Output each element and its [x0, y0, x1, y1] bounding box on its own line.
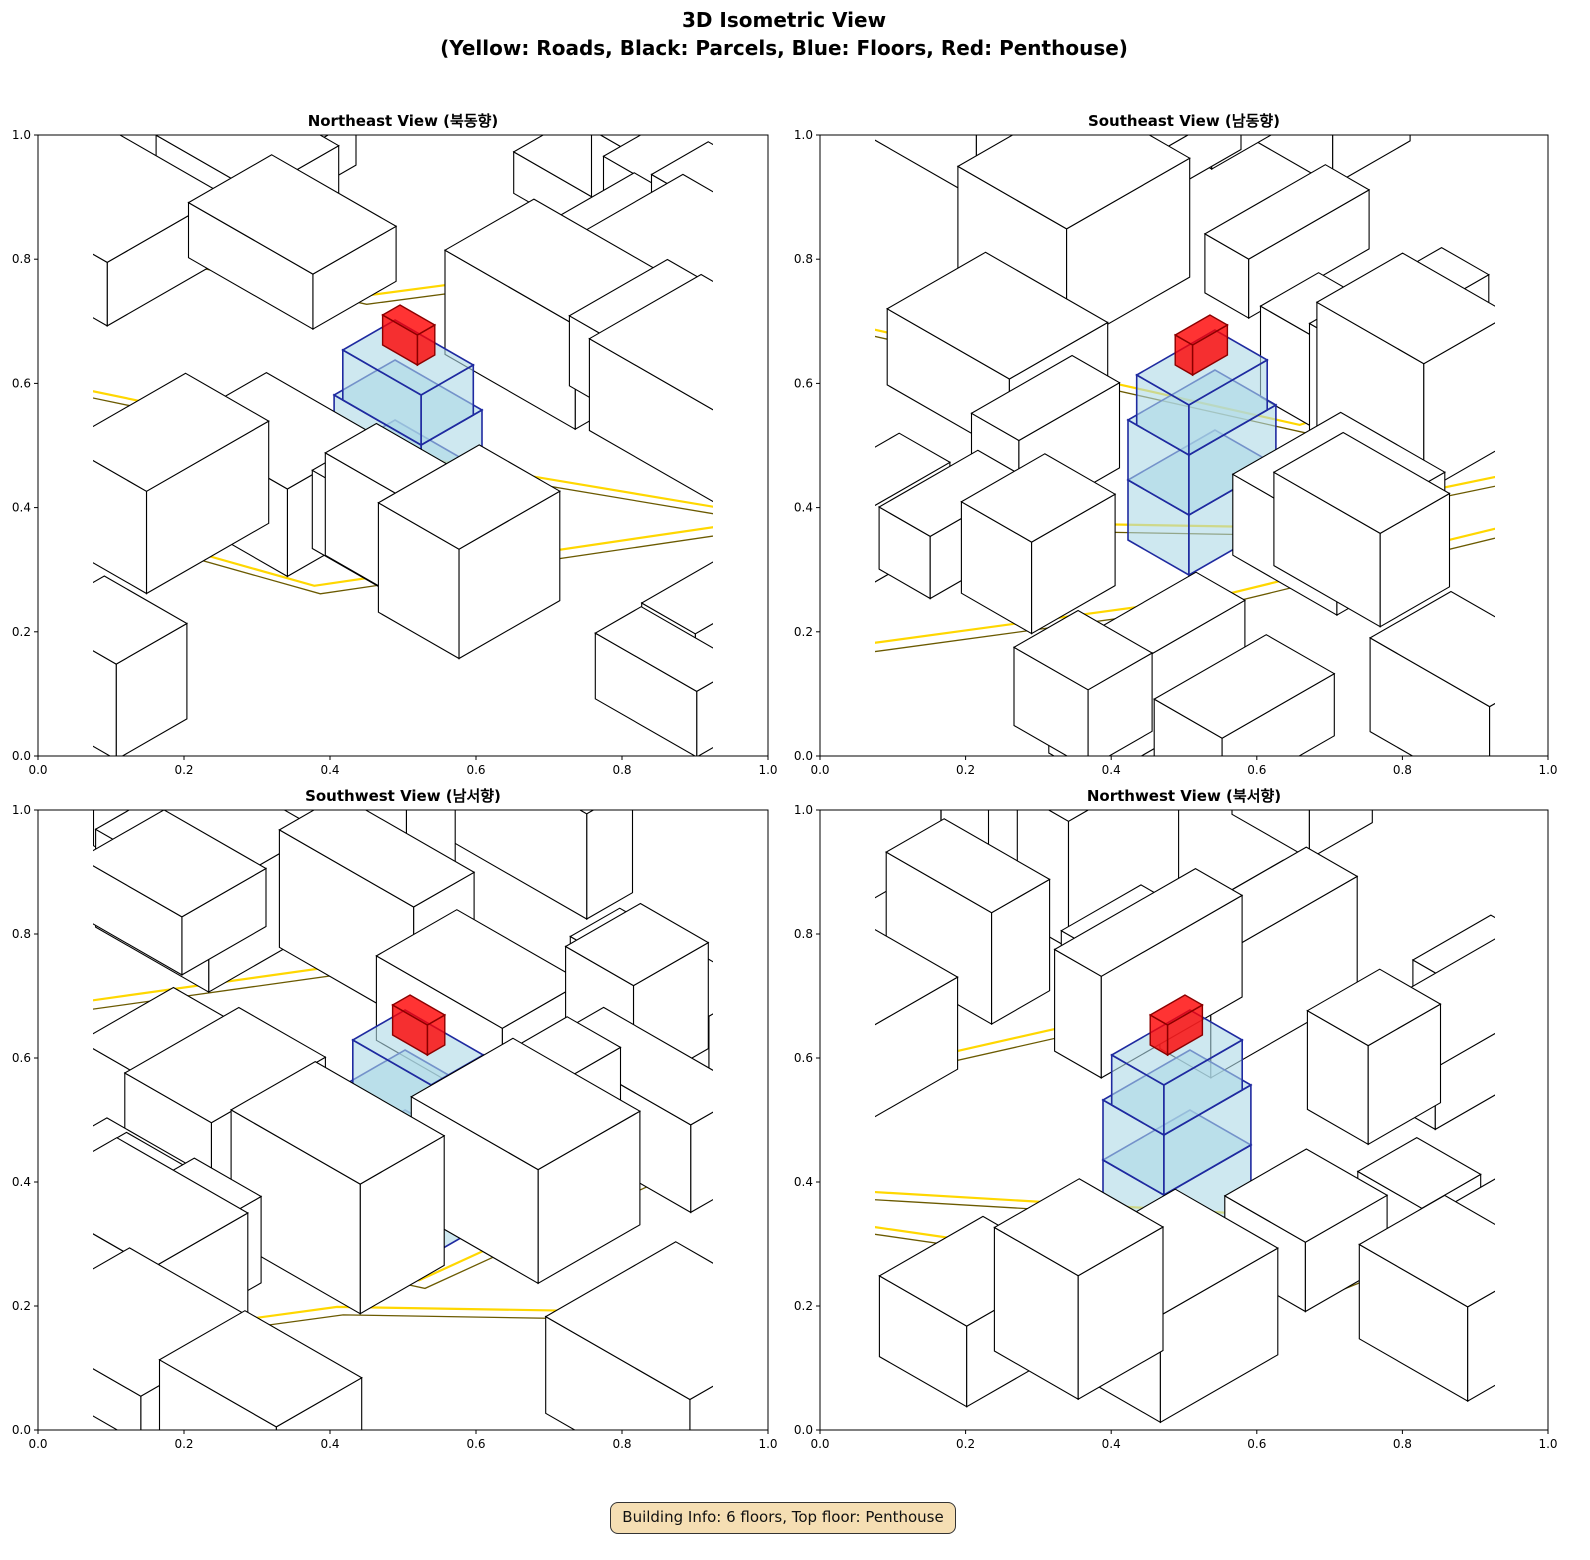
- figure-title: 3D Isometric View: [682, 8, 886, 32]
- x-tick-label: 0.0: [28, 763, 47, 777]
- x-tick-label: 0.4: [1102, 1437, 1121, 1451]
- parcel-building: [93, 810, 268, 976]
- x-tick-label: 0.0: [810, 1437, 829, 1451]
- penthouse-block: [1173, 314, 1229, 377]
- y-tick-label: 0.8: [794, 252, 813, 266]
- parcel-building: [588, 273, 713, 503]
- y-tick-label: 0.0: [794, 749, 813, 763]
- y-tick-label: 0.0: [12, 749, 31, 763]
- x-tick-label: 0.8: [612, 763, 631, 777]
- panel-title: Northeast View (북동향): [308, 112, 499, 130]
- x-tick-label: 0.0: [28, 1437, 47, 1451]
- y-tick-label: 0.6: [794, 1051, 813, 1065]
- parcel-building: [875, 928, 959, 1118]
- parcel-building: [993, 1178, 1165, 1401]
- panel-title: Southeast View (남동향): [1088, 112, 1280, 130]
- x-tick-label: 0.2: [956, 763, 975, 777]
- figure-subtitle: (Yellow: Roads, Black: Parcels, Blue: Fl…: [440, 36, 1128, 60]
- y-tick-label: 0.8: [12, 252, 31, 266]
- x-tick-label: 0.2: [174, 763, 193, 777]
- penthouse-block: [1148, 994, 1204, 1057]
- parcel-building: [1272, 431, 1451, 628]
- y-tick-label: 0.0: [12, 1423, 31, 1437]
- target-building: [1101, 994, 1253, 1257]
- panel-title: Northwest View (북서향): [1087, 787, 1281, 805]
- panel-northwest-view: Northwest View (북서향) 0.00.0 0.2 0.2 0.4 0.4 0.…: [794, 787, 1558, 1451]
- parcel-building: [1153, 634, 1336, 756]
- x-tick-label: 0.6: [466, 763, 485, 777]
- y-tick-label: 1.0: [12, 128, 31, 142]
- penthouse-block: [391, 994, 447, 1057]
- parcel-building: [1358, 1194, 1495, 1403]
- x-tick-label: 0.6: [466, 1437, 485, 1451]
- x-tick-label: 0.6: [1247, 1437, 1266, 1451]
- axes-frame: [819, 809, 1549, 1431]
- parcel-building: [377, 444, 561, 660]
- building-info-box: Building Info: 6 floors, Top floor: Pent…: [610, 1502, 956, 1534]
- panel-southeast-view: Southeast View (남동향) 0.00.0 0.2 0.2 0.4 0.4 0.…: [794, 112, 1558, 777]
- axes-frame: [819, 134, 1549, 757]
- parcel-building: [885, 818, 1051, 1026]
- y-tick-label: 0.2: [794, 625, 813, 639]
- parcel-building: [229, 1060, 446, 1315]
- parcel-building: [158, 1310, 363, 1430]
- parcel-building: [1012, 609, 1154, 756]
- parcel-building: [1368, 590, 1495, 756]
- parcel-building: [1243, 135, 1411, 187]
- x-tick-label: 0.4: [1102, 763, 1121, 777]
- x-tick-label: 0.2: [174, 1437, 193, 1451]
- x-tick-label: 1.0: [758, 1437, 777, 1451]
- y-tick-label: 0.4: [12, 501, 31, 515]
- y-tick-label: 0.2: [794, 1299, 813, 1313]
- parcel-building: [1306, 968, 1442, 1146]
- parcel-building: [594, 606, 713, 756]
- x-tick-label: 0.8: [612, 1437, 631, 1451]
- axes-frame: [37, 134, 769, 757]
- panel-southwest-view: Southwest View (남서향) 0.00.0 0.2 0.2 0.4 0.4 0.…: [12, 787, 778, 1451]
- x-tick-label: 0.4: [320, 763, 339, 777]
- parcel-building: [1231, 810, 1373, 860]
- x-tick-label: 0.0: [810, 763, 829, 777]
- scene: [875, 135, 1495, 756]
- parcel-building: [544, 1241, 713, 1430]
- y-tick-label: 0.8: [12, 927, 31, 941]
- parcel-building: [93, 575, 189, 756]
- parcel-building: [960, 453, 1117, 635]
- y-tick-label: 0.4: [794, 1175, 813, 1189]
- y-tick-label: 0.8: [794, 927, 813, 941]
- scene: [93, 810, 713, 1430]
- y-tick-label: 0.2: [12, 1299, 31, 1313]
- y-tick-label: 0.6: [794, 376, 813, 390]
- x-tick-label: 0.6: [1247, 763, 1266, 777]
- x-tick-label: 0.2: [956, 1437, 975, 1451]
- y-tick-label: 0.2: [12, 625, 31, 639]
- parcel-building: [1053, 867, 1244, 1079]
- y-tick-label: 1.0: [794, 128, 813, 142]
- y-tick-label: 0.6: [12, 376, 31, 390]
- x-tick-label: 1.0: [758, 763, 777, 777]
- y-tick-label: 0.6: [12, 1051, 31, 1065]
- x-tick-label: 0.8: [1393, 1437, 1412, 1451]
- scene: [93, 135, 713, 756]
- x-tick-label: 0.4: [320, 1437, 339, 1451]
- x-tick-label: 1.0: [1538, 763, 1557, 777]
- parcel-building: [444, 810, 634, 920]
- x-tick-label: 1.0: [1538, 1437, 1557, 1451]
- y-tick-label: 0.0: [794, 1423, 813, 1437]
- y-tick-label: 0.4: [12, 1175, 31, 1189]
- axes-frame: [37, 809, 769, 1431]
- y-tick-label: 1.0: [794, 803, 813, 817]
- scene: [875, 810, 1495, 1424]
- parcel-building: [93, 372, 270, 595]
- y-tick-label: 1.0: [12, 803, 31, 817]
- target-building: [1126, 314, 1278, 577]
- parcel-building: [187, 154, 398, 331]
- y-tick-label: 0.4: [794, 501, 813, 515]
- penthouse-block: [381, 304, 437, 367]
- panel-northeast-view: Northeast View (북동향) 0.00.0 0.2 0.2 0.4 0.4 0.…: [12, 112, 778, 777]
- panel-title: Southwest View (남서향): [305, 787, 501, 805]
- x-tick-label: 0.8: [1393, 763, 1412, 777]
